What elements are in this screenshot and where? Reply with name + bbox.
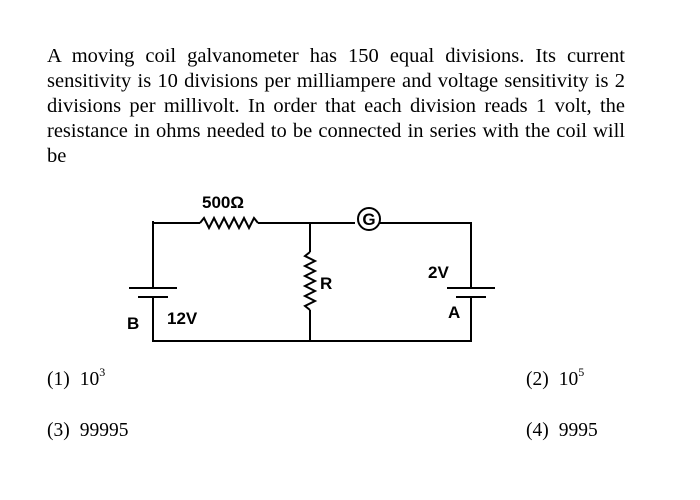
galvanometer-symbol — [357, 207, 381, 231]
wire-left-lower — [152, 297, 472, 342]
resistor-500-label: 500Ω — [202, 193, 244, 212]
wire-top-right — [380, 222, 472, 288]
option-3-value: 99995 — [79, 420, 129, 441]
battery-b-voltage: 12V — [167, 309, 198, 328]
resistor-r — [302, 251, 318, 311]
option-1-base: 10 — [79, 369, 100, 390]
question-text: A moving coil galvanometer has 150 equal… — [47, 45, 625, 167]
option-1-exponent: 3 — [99, 365, 106, 379]
battery-a-label: A — [448, 303, 460, 322]
option-4[interactable]: (4) 9995 — [526, 420, 598, 442]
option-3[interactable]: (3) 99995 — [47, 420, 129, 442]
option-2-exponent: 5 — [578, 365, 585, 379]
option-4-number: (4) — [526, 420, 549, 441]
option-2-number: (2) — [526, 369, 549, 390]
option-2-base: 10 — [558, 369, 579, 390]
option-3-number: (3) — [47, 420, 70, 441]
option-1-number: (1) — [47, 369, 70, 390]
wire-top-left — [152, 221, 200, 224]
resistor-500 — [199, 215, 259, 231]
option-4-value: 9995 — [558, 420, 598, 441]
resistor-r-label: R — [320, 274, 332, 293]
battery-b-label: B — [127, 314, 139, 333]
battery-a-voltage: 2V — [428, 263, 449, 282]
option-1[interactable]: (1) 103 — [47, 366, 105, 391]
option-2[interactable]: (2) 105 — [526, 366, 584, 391]
galvanometer-label: G — [362, 210, 375, 229]
